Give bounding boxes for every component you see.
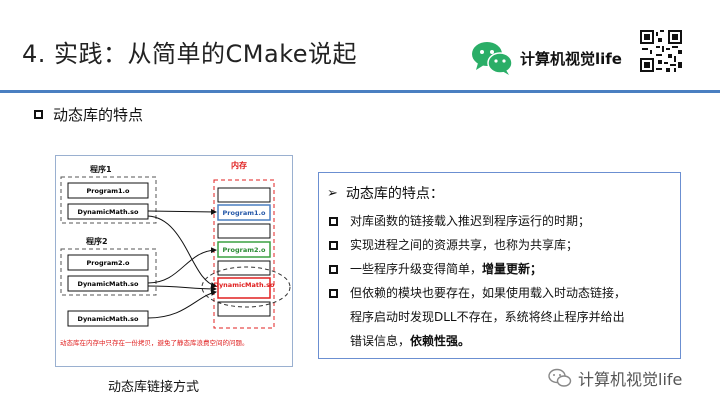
section-heading: 动态库的特点 xyxy=(34,104,143,125)
memory-block-lib-label: DynamicMath.so xyxy=(214,281,275,289)
feature-emphasis: 增量更新； xyxy=(482,262,543,276)
feature-emphasis: 依赖性强。 xyxy=(410,334,471,348)
loose-lib-label: DynamicMath.so xyxy=(78,315,139,323)
dynamic-library-diagram: 程序1 Program1.o DynamicMath.so 程序2 Progra… xyxy=(55,155,293,367)
link-arrow xyxy=(147,285,217,292)
memory-block-lib xyxy=(217,277,271,299)
arrow-bullet-icon: ➢ xyxy=(327,185,338,201)
feature-text: 对库函数的链接载入推迟到程序运行的时期； xyxy=(350,214,591,228)
memory-block-program2 xyxy=(217,241,271,258)
qr-code-icon xyxy=(640,30,682,72)
square-bullet-icon xyxy=(329,217,338,226)
feature-item: 但依赖的模块也要存在，如果使用载入时动态链接， xyxy=(329,281,626,305)
memory-block-program2-label: Program2.o xyxy=(223,246,266,254)
program2-obj-label: Program2.o xyxy=(87,259,130,267)
link-arrow xyxy=(147,290,217,319)
feature-text: 错误信息， xyxy=(350,334,411,348)
memory-slot xyxy=(217,223,271,239)
program1-obj-label: Program1.o xyxy=(87,187,130,195)
link-arrow xyxy=(147,215,217,288)
feature-item: 实现进程之间的资源共享，也称为共享库； xyxy=(329,233,578,257)
link-arrow xyxy=(147,208,217,215)
program2-lib-label: DynamicMath.so xyxy=(78,280,139,288)
feature-text: 一些程序升级变得简单， xyxy=(350,262,483,276)
header-divider xyxy=(0,90,720,93)
feature-text: 但依赖的模块也要存在，如果使用载入时动态链接， xyxy=(350,286,627,300)
diagram-note: 动态库在内存中只存在一份拷贝，避免了静态库浪费空间的问题。 xyxy=(60,339,249,347)
program1-label: 程序1 xyxy=(90,164,112,174)
memory-slot xyxy=(217,301,271,317)
memory-slot xyxy=(217,260,271,276)
program2-obj-box xyxy=(67,254,149,271)
wechat-outline-icon xyxy=(548,368,572,387)
program2-group xyxy=(60,248,157,296)
memory-label: 内存 xyxy=(231,160,247,170)
features-heading-text: 动态库的特点： xyxy=(345,186,444,202)
feature-continuation: 错误信息，依赖性强。 xyxy=(350,329,470,353)
shared-lib-highlight xyxy=(201,266,291,308)
watermark-text: 计算机视觉life xyxy=(578,370,683,389)
section-heading-text: 动态库的特点 xyxy=(53,106,144,124)
program2-label: 程序2 xyxy=(86,236,108,246)
square-bullet-icon xyxy=(329,289,338,298)
feature-item: 对库函数的链接载入推迟到程序运行的时期； xyxy=(329,209,590,233)
brand-logo: 计算机视觉life xyxy=(470,38,622,78)
memory-block-program1-label: Program1.o xyxy=(223,209,266,217)
brand-name: 计算机视觉life xyxy=(520,49,622,68)
watermark: 计算机视觉life xyxy=(548,366,682,390)
link-arrow xyxy=(147,247,217,284)
diagram-canvas: 程序1 Program1.o DynamicMath.so 程序2 Progra… xyxy=(60,160,291,347)
program1-group xyxy=(60,176,157,224)
features-box: ➢ 动态库的特点： 对库函数的链接载入推迟到程序运行的时期； 实现进程之间的资源… xyxy=(318,172,681,359)
figure-caption: 动态库链接方式 xyxy=(108,380,200,395)
wechat-icon xyxy=(472,42,513,75)
slide-title: 4. 实践：从简单的CMake说起 xyxy=(22,40,358,68)
square-bullet-icon xyxy=(329,241,338,250)
program1-obj-box xyxy=(67,182,149,199)
program1-lib-label: DynamicMath.so xyxy=(78,208,139,216)
square-bullet-icon xyxy=(329,265,338,274)
feature-continuation: 程序启动时发现DLL不存在，系统将终止程序并给出 xyxy=(350,310,625,324)
memory-slot xyxy=(217,187,271,203)
feature-item: 一些程序升级变得简单，增量更新； xyxy=(329,257,542,281)
memory-block-program1 xyxy=(217,204,271,221)
features-heading: ➢ 动态库的特点： xyxy=(327,183,444,203)
square-bullet-icon xyxy=(34,110,43,119)
memory-region xyxy=(213,179,275,329)
feature-text: 实现进程之间的资源共享，也称为共享库； xyxy=(350,238,579,252)
